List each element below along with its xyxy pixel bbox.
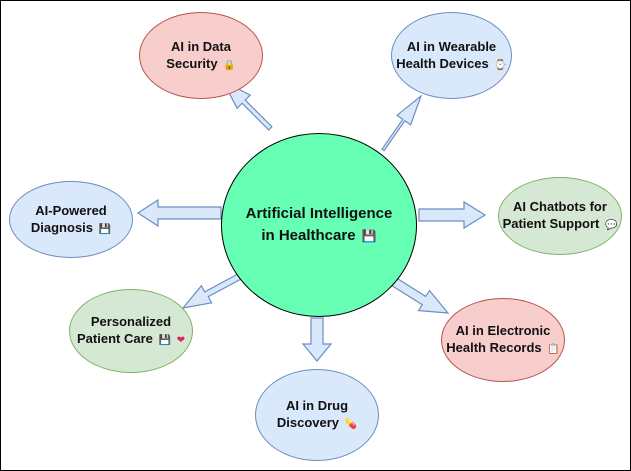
- node-electronic-health-records[interactable]: AI in Electronic Health Records 📋: [441, 298, 565, 382]
- pill-icon: 💊: [344, 419, 358, 430]
- node-label-line2: Health Devices: [396, 55, 489, 71]
- node-label-line2: Discovery: [276, 415, 340, 430]
- floppy-disk-icon: 💾: [361, 229, 377, 243]
- heart-icon: ❤: [176, 335, 185, 346]
- node-label-line2: Security: [166, 55, 218, 71]
- node-data-security[interactable]: AI in Data Security 🔒: [139, 12, 263, 99]
- node-label-line1: AI in Data: [171, 38, 231, 54]
- node-label-line1: AI in Drug: [285, 398, 349, 414]
- watch-icon: ⌚: [494, 59, 507, 71]
- lock-icon: 🔒: [223, 59, 236, 71]
- node-label-line1: AI Chatbots for: [513, 199, 607, 215]
- node-label-line2: Health Records: [446, 340, 542, 355]
- node-label-line1: AI in Wearable: [406, 38, 497, 54]
- speech-bubble-icon: 💬: [604, 220, 618, 231]
- node-chatbots[interactable]: AI Chatbots for Patient Support 💬: [498, 177, 622, 255]
- node-label-line1: AI-Powered: [35, 202, 107, 218]
- node-label-line2: Patient Care: [77, 331, 153, 346]
- node-label-line2: Patient Support: [502, 216, 600, 231]
- arrow-to-diagnosis: [136, 198, 222, 228]
- node-label-line1: AI in Electronic: [455, 323, 551, 339]
- arrow-to-drug: [301, 317, 333, 362]
- node-diagnosis[interactable]: AI-Powered Diagnosis 💾: [9, 181, 133, 258]
- floppy-disk-icon: 💾: [98, 223, 112, 235]
- arrow-to-wearable: [381, 94, 423, 152]
- center-line2: in Healthcare: [261, 227, 356, 244]
- node-wearable-devices[interactable]: AI in Wearable Health Devices ⌚: [391, 12, 512, 99]
- node-label-line1: Personalized: [90, 314, 172, 330]
- node-personalized-care[interactable]: Personalized Patient Care 💾 ❤: [69, 289, 193, 373]
- node-label-line2: Diagnosis: [30, 219, 94, 235]
- arrow-to-personalized: [181, 273, 242, 309]
- node-drug-discovery[interactable]: AI in Drug Discovery 💊: [255, 369, 379, 461]
- clipboard-icon: 📋: [547, 344, 560, 355]
- center-line1: Artificial Intelligence: [245, 205, 393, 223]
- floppy-disk-icon: 💾: [158, 335, 171, 346]
- center-node-ai-healthcare[interactable]: Artificial Intelligence in Healthcare 💾: [221, 133, 417, 317]
- arrow-to-chatbots: [418, 200, 487, 230]
